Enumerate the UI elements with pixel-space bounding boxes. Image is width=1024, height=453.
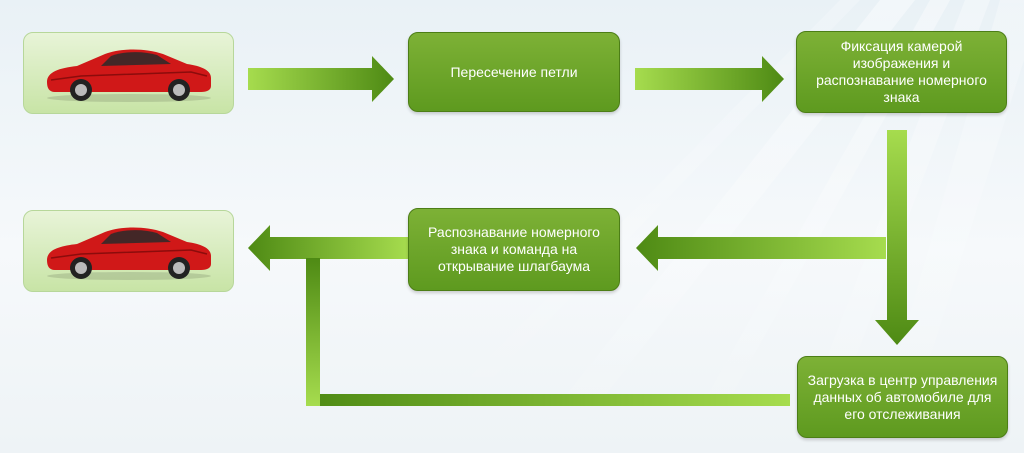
node-recognition-open: Распознавание номерного знака и команда … bbox=[408, 208, 620, 291]
arrow-capture-to-upload bbox=[875, 130, 919, 345]
node-camera-capture: Фиксация камерой изображения и распознав… bbox=[796, 31, 1007, 113]
car-box-exit bbox=[23, 210, 234, 292]
node-camera-capture-label: Фиксация камерой изображения и распознав… bbox=[816, 38, 987, 105]
node-data-upload: Загрузка в центр управления данных об ав… bbox=[797, 356, 1008, 438]
car-box-entry bbox=[23, 32, 234, 114]
red-sports-car-icon bbox=[46, 49, 211, 102]
red-sports-car-icon bbox=[46, 227, 211, 280]
arrow-open-to-car bbox=[248, 225, 408, 271]
arrow-car-to-loop bbox=[248, 56, 394, 102]
node-data-upload-label: Загрузка в центр управления данных об ав… bbox=[807, 371, 998, 422]
arrow-loop-to-capture bbox=[635, 56, 784, 102]
arrow-to-recognition bbox=[636, 225, 886, 271]
node-loop-crossing: Пересечение петли bbox=[408, 32, 620, 112]
node-loop-crossing-label: Пересечение петли bbox=[450, 63, 578, 80]
node-recognition-open-label: Распознавание номерного знака и команда … bbox=[428, 224, 600, 274]
